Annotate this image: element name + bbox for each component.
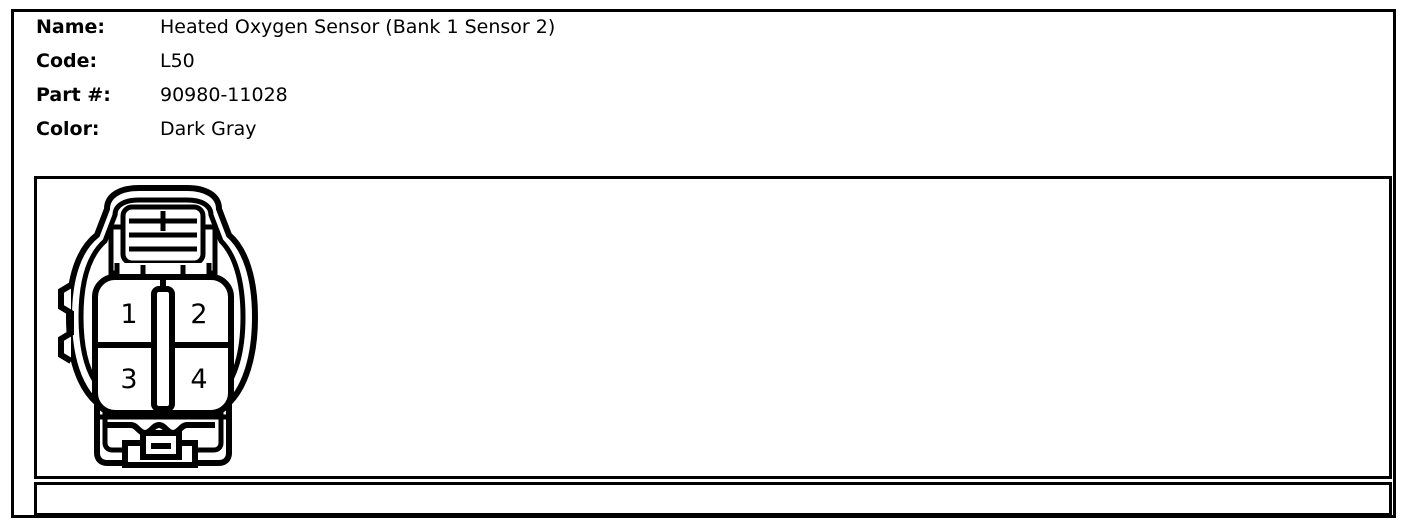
connector-illustration: 1 2 3 4	[39, 181, 275, 477]
info-row-part-number: Part #: 90980-11028	[36, 84, 1136, 118]
value-code: L50	[160, 50, 195, 72]
value-color: Dark Gray	[160, 118, 257, 140]
label-code: Code:	[36, 50, 98, 72]
mount-tab-slot	[151, 443, 171, 449]
connector-face-svg: 1 2 3 4	[58, 185, 259, 468]
connector-info-block: Name: Heated Oxygen Sensor (Bank 1 Senso…	[36, 16, 1136, 152]
bottom-strip-panel	[34, 482, 1392, 516]
info-row-color: Color: Dark Gray	[36, 118, 1136, 152]
keyway-rib	[151, 286, 175, 412]
pin-number-3: 3	[120, 364, 137, 395]
pin-number-1: 1	[120, 299, 137, 330]
connector-diagram-panel: 1 2 3 4	[34, 176, 1392, 479]
pin-number-2: 2	[190, 299, 207, 330]
pin-number-4: 4	[190, 364, 207, 395]
info-row-code: Code: L50	[36, 50, 1136, 84]
label-name: Name:	[36, 16, 106, 38]
label-color: Color:	[36, 118, 100, 140]
housing-inner-contour	[78, 197, 246, 453]
value-part-number: 90980-11028	[160, 84, 288, 106]
side-latch-notch	[58, 282, 74, 364]
outer-frame	[11, 9, 1396, 518]
mount-tab-inner	[140, 430, 182, 460]
value-name: Heated Oxygen Sensor (Bank 1 Sensor 2)	[160, 16, 556, 38]
info-row-name: Name: Heated Oxygen Sensor (Bank 1 Senso…	[36, 16, 1136, 50]
label-part-number: Part #:	[36, 84, 111, 106]
